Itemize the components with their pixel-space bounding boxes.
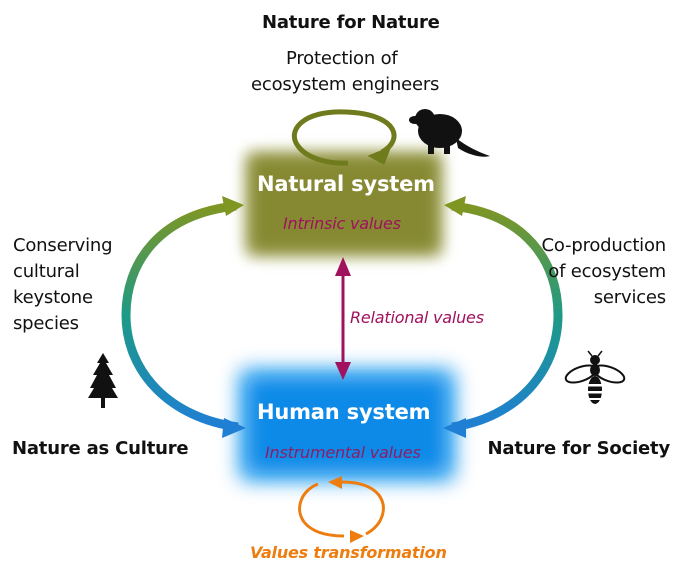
right-title: Nature for Society bbox=[487, 438, 671, 459]
natural-system-label: Natural system bbox=[257, 172, 435, 196]
top-title: Nature for Nature bbox=[262, 12, 440, 33]
tree-icon bbox=[88, 353, 118, 408]
human-system-box bbox=[236, 366, 458, 484]
relational-values-label: Relational values bbox=[350, 308, 484, 327]
right-desc-line-3: services bbox=[593, 287, 666, 308]
left-desc-line-2: cultural bbox=[13, 261, 80, 282]
intrinsic-values-label: Intrinsic values bbox=[283, 214, 401, 233]
natural-system-box bbox=[244, 150, 444, 258]
right-desc-line-1: Co-production bbox=[541, 235, 667, 256]
right-arc-arrow bbox=[443, 196, 563, 438]
bee-icon bbox=[564, 350, 626, 404]
instrumental-values-label: Instrumental values bbox=[265, 443, 421, 462]
right-desc-line-2: of ecosystem bbox=[548, 261, 666, 282]
left-title: Nature as Culture bbox=[12, 438, 189, 459]
relational-double-arrow bbox=[335, 257, 351, 380]
human-system-label: Human system bbox=[257, 400, 431, 424]
left-desc-line-4: species bbox=[13, 313, 79, 334]
top-desc-line-2: ecosystem engineers bbox=[251, 74, 440, 95]
left-arc-arrow bbox=[121, 196, 246, 438]
top-desc-line-1: Protection of bbox=[286, 48, 398, 69]
beaver-icon bbox=[409, 109, 490, 157]
left-desc-line-1: Conserving bbox=[13, 235, 113, 256]
top-loop-arrow bbox=[291, 109, 397, 166]
bottom-loop-arrow bbox=[298, 476, 385, 543]
values-transformation-label: Values transformation bbox=[250, 543, 447, 562]
left-desc-line-3: keystone bbox=[13, 287, 93, 308]
